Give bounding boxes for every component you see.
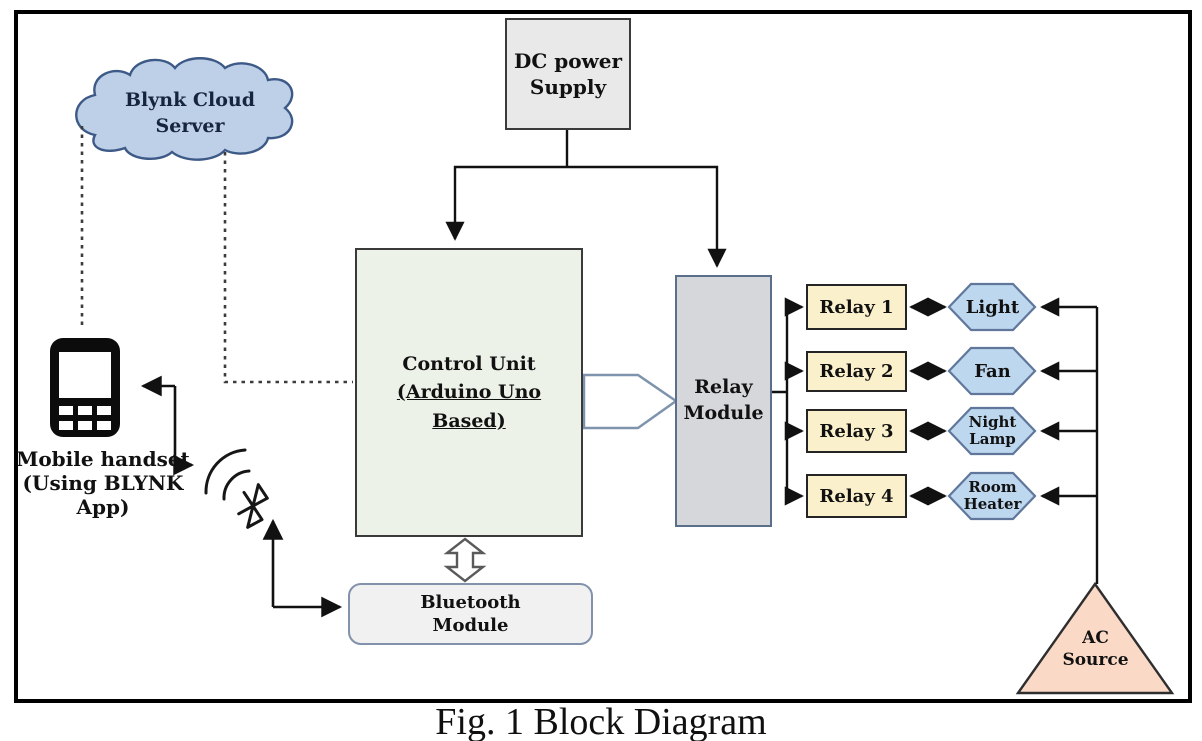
appliance-nightlamp-label: Night Lamp xyxy=(949,408,1036,454)
dc-power-label-line1: DC power xyxy=(513,49,623,73)
dc-to-relaymodule-arrow xyxy=(567,165,727,268)
appliance-roomheater-label: Room Heater xyxy=(949,473,1036,519)
relay-4-node: Relay 4 xyxy=(806,474,907,518)
relay-module-node: Relay Module xyxy=(675,275,772,527)
control-unit-label-line2: (Arduino Uno xyxy=(396,381,542,404)
light-label-text: Light xyxy=(965,296,1020,318)
dc-power-supply-node: DC power Supply xyxy=(505,18,631,130)
relay-2-node: Relay 2 xyxy=(806,351,907,392)
fan-label-text: Fan xyxy=(974,360,1011,382)
relay-1-label: Relay 1 xyxy=(819,296,894,318)
relay-bracket-line xyxy=(772,307,789,496)
ac-label-line1: AC xyxy=(1082,628,1109,648)
appliance-light-hexagon xyxy=(947,282,1037,332)
dc-power-label-line2: Supply xyxy=(529,75,607,99)
control-unit-label-line1: Control Unit xyxy=(402,352,536,375)
relay-4-label: Relay 4 xyxy=(819,485,894,507)
roomheater-label-line2: Heater xyxy=(963,495,1022,513)
bluetooth-module-label-line1: Bluetooth xyxy=(420,591,521,613)
mobile-label-line3: App) xyxy=(76,495,130,519)
relay-2-label: Relay 2 xyxy=(819,361,894,382)
control-to-relay-block-arrow xyxy=(582,373,679,430)
relay-3-node: Relay 3 xyxy=(806,409,907,453)
control-unit-node: Control Unit (Arduino Uno Based) xyxy=(355,248,583,537)
ac-label-line2: Source xyxy=(1062,650,1129,671)
relay-module-label-line2: Module xyxy=(683,402,764,424)
relay-3-label: Relay 3 xyxy=(819,420,894,442)
appliance-nightlamp-hexagon xyxy=(947,406,1037,456)
control-bluetooth-double-arrow xyxy=(443,537,487,583)
nightlamp-label-line1: Night xyxy=(968,412,1017,431)
cloud-label-line1: Blynk Cloud xyxy=(124,89,256,111)
appliance-roomheater-hexagon xyxy=(947,471,1037,521)
mobile-label-line2: (Using BLYNK xyxy=(22,471,184,495)
appliance-fan-hexagon xyxy=(947,346,1037,396)
relay-1-node: Relay 1 xyxy=(806,284,907,330)
mobile-phone-icon xyxy=(50,338,120,437)
ac-source-triangle xyxy=(1015,581,1175,695)
roomheater-label-line1: Room xyxy=(968,477,1017,496)
bluetooth-module-label-line2: Module xyxy=(432,615,509,636)
appliance-light-label: Light xyxy=(949,284,1036,330)
bluetooth-icon xyxy=(237,483,269,529)
cloud-shape xyxy=(75,57,294,161)
dc-to-control-arrow xyxy=(445,165,567,241)
appliance-fan-label: Fan xyxy=(949,348,1036,394)
figure-caption: Fig. 1 Block Diagram xyxy=(435,701,767,741)
nightlamp-label-line2: Lamp xyxy=(969,430,1016,448)
blynk-cloud-label: Blynk Cloud Server xyxy=(105,88,275,139)
phone-to-bluetooth-arrow-right xyxy=(173,386,195,476)
cloud-label-line2: Server xyxy=(155,114,225,137)
bluetooth-module-node: Bluetooth Module xyxy=(348,583,593,645)
mobile-handset-label: Mobile handset (Using BLYNK App) xyxy=(12,447,194,519)
mobile-label-line1: Mobile handset xyxy=(16,447,190,471)
relay-module-label-line1: Relay xyxy=(694,376,753,399)
signal-waves-icon xyxy=(204,448,251,501)
cloud-to-control-dashed-line xyxy=(223,152,353,384)
ac-source-label: AC Source xyxy=(1045,627,1146,671)
control-unit-label-line3: Based) xyxy=(432,409,506,432)
